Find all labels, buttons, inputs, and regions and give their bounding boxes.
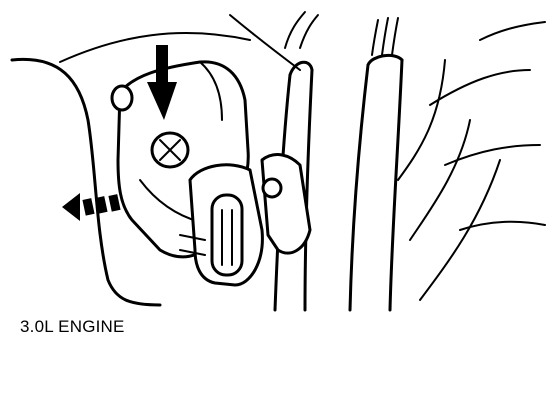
- electrical-connector: [179, 153, 312, 287]
- figure-caption: 3.0L ENGINE: [20, 317, 125, 336]
- mounting-screw: [150, 131, 190, 169]
- dashed-left-arrow-icon: [62, 193, 121, 221]
- wire-harness: [273, 11, 546, 312]
- down-arrow-icon: [147, 45, 177, 120]
